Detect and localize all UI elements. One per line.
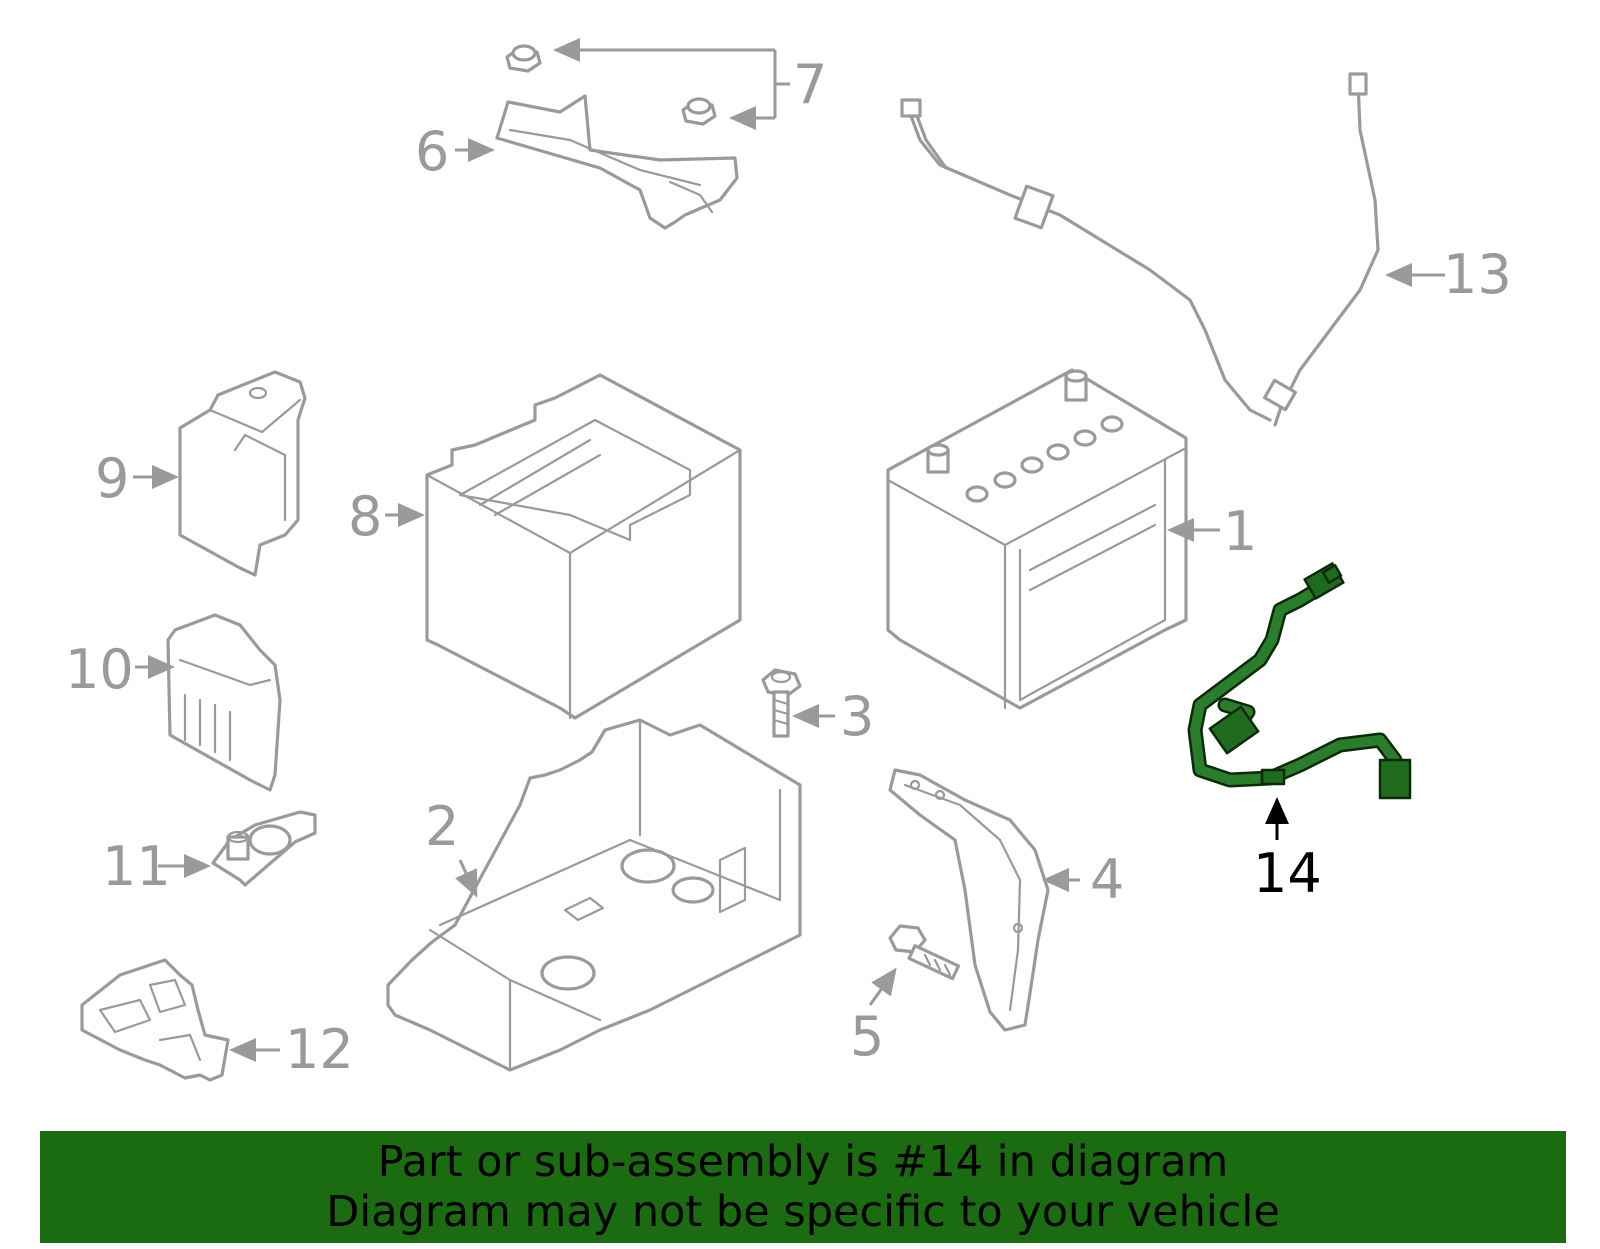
- part-4-bracket[interactable]: [888, 768, 1080, 1032]
- part-8-battery-box[interactable]: [385, 373, 742, 720]
- callout-4: 4: [1090, 848, 1124, 911]
- part-7-nuts[interactable]: [505, 38, 790, 130]
- callout-12: 12: [285, 1018, 354, 1081]
- callout-10: 10: [65, 638, 134, 701]
- part-9-terminal-cover[interactable]: [133, 370, 307, 577]
- part-5-bolt[interactable]: [868, 924, 961, 1006]
- callout-6: 6: [415, 120, 449, 183]
- part-3-bolt[interactable]: [761, 668, 835, 738]
- callout-14: 14: [1253, 842, 1322, 905]
- part-11-sensor[interactable]: [158, 810, 317, 887]
- callout-5: 5: [850, 1005, 884, 1068]
- callout-9: 9: [95, 447, 129, 510]
- callout-7: 7: [793, 53, 827, 116]
- part-13-harness[interactable]: [900, 72, 1445, 427]
- callout-13: 13: [1443, 243, 1512, 306]
- callout-8: 8: [348, 485, 382, 548]
- callout-2: 2: [425, 795, 459, 858]
- part-10-fuse-block[interactable]: [135, 613, 282, 792]
- callout-3: 3: [840, 685, 874, 748]
- callout-11: 11: [102, 835, 171, 898]
- part-6-bracket[interactable]: [455, 94, 739, 230]
- banner-line-1: Part or sub-assembly is #14 in diagram: [377, 1137, 1229, 1187]
- callout-labels: 7 6 13 9 8 1 10 3 2 11 4 14 5 12: [65, 53, 1512, 1081]
- part-2-battery-tray[interactable]: [386, 718, 802, 1072]
- part-14-harness-highlighted[interactable]: [1187, 562, 1412, 840]
- part-12-terminal[interactable]: [80, 958, 280, 1082]
- part-1-battery[interactable]: [886, 368, 1220, 710]
- banner-line-2: Diagram may not be specific to your vehi…: [326, 1187, 1280, 1237]
- callout-1: 1: [1223, 500, 1257, 563]
- info-banner: Part or sub-assembly is #14 in diagram D…: [40, 1131, 1566, 1243]
